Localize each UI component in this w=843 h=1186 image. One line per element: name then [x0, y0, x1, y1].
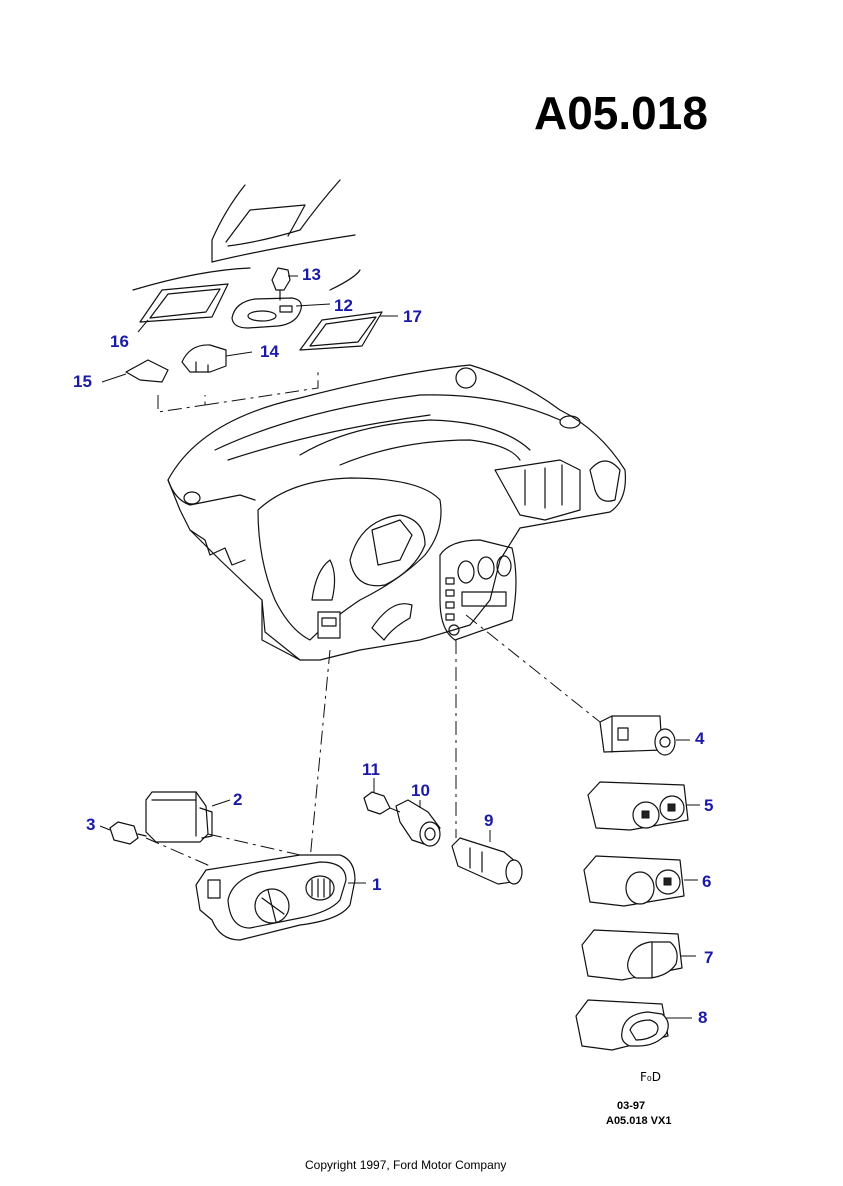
leader-lines — [99, 275, 700, 1019]
callout-15: 15 — [73, 372, 92, 391]
callout-1: 1 — [372, 875, 382, 894]
fd-mark: F₀D — [640, 1070, 661, 1084]
revision-date: 03-97 — [617, 1100, 646, 1112]
part-17-bezel — [299, 311, 383, 351]
callout-4: 4 — [695, 729, 705, 748]
part-5-switch — [587, 781, 689, 831]
part-8-switch — [575, 999, 669, 1051]
callout-16: 16 — [110, 332, 129, 351]
callout-7: 7 — [704, 948, 714, 967]
part-12-vent — [231, 297, 302, 329]
part-2-rheostat — [145, 791, 213, 843]
copyright-notice: Copyright 1997, Ford Motor Company — [305, 1158, 507, 1172]
part-7-switch — [581, 929, 683, 981]
page-title: A05.018 — [534, 87, 708, 139]
callout-17: 17 — [403, 307, 422, 326]
callout-13: 13 — [302, 265, 321, 284]
callout-3: 3 — [86, 815, 96, 834]
part-13-clip — [271, 267, 291, 301]
callout-6: 6 — [702, 872, 712, 891]
part-9-cigar-lighter — [451, 837, 523, 885]
callout-8: 8 — [698, 1008, 708, 1027]
part-6-switch — [583, 855, 685, 907]
callout-10: 10 — [411, 781, 430, 800]
part-1-headlamp-switch — [195, 854, 356, 941]
windshield-outline — [132, 179, 361, 291]
callout-12: 12 — [334, 296, 353, 315]
dashboard-panel — [167, 364, 627, 661]
part-15-cap — [125, 359, 169, 383]
part-11-bulb — [363, 791, 391, 815]
callout-2: 2 — [233, 790, 243, 809]
callout-14: 14 — [260, 342, 279, 361]
part-14-cover — [181, 344, 227, 373]
callout-9: 9 — [484, 811, 494, 830]
callout-5: 5 — [704, 796, 714, 815]
drawing-code: A05.018 VX1 — [606, 1115, 672, 1127]
part-3-bulb — [109, 821, 147, 845]
part-10-lighter-socket — [395, 799, 441, 847]
part-4-switch — [599, 715, 676, 756]
callout-11: 11 — [362, 760, 380, 779]
part-16-bezel — [139, 283, 229, 323]
